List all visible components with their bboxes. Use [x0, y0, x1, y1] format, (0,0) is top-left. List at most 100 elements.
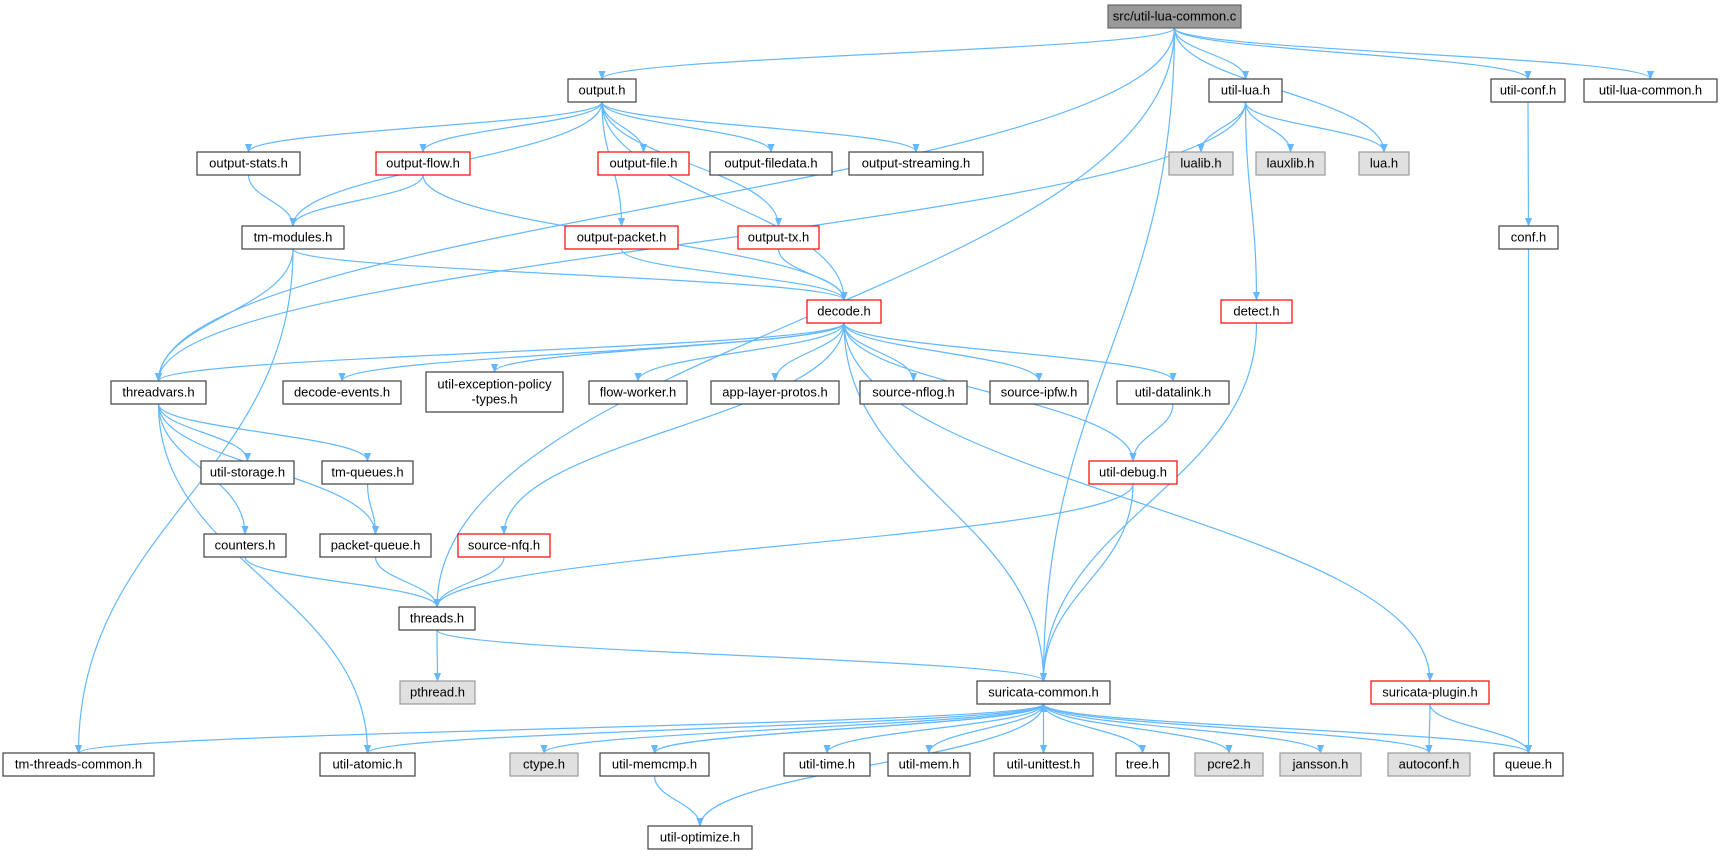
node-ctype[interactable]: ctype.h [509, 752, 579, 777]
edge-decode-to-sourceipfw [843, 322, 1043, 382]
edge-suricatacommon-to-utilmem [925, 703, 1045, 754]
node-counters[interactable]: counters.h [203, 533, 287, 558]
node-utildebug[interactable]: util-debug.h [1088, 460, 1178, 485]
node-outputstats[interactable]: output-stats.h [196, 151, 301, 176]
node-packetqueue[interactable]: packet-queue.h [319, 533, 432, 558]
node-box-outputfile [597, 151, 690, 176]
node-sourcenflog[interactable]: source-nflog.h [859, 380, 968, 405]
edge-root-to-utilluacommon [1173, 27, 1654, 80]
node-label-utilmemcmp: util-memcmp.h [612, 757, 697, 772]
node-utilunittest[interactable]: util-unittest.h [993, 752, 1094, 777]
node-label-autoconf: autoconf.h [1399, 757, 1460, 772]
node-tree[interactable]: tree.h [1115, 752, 1170, 777]
node-lua[interactable]: lua.h [1358, 151, 1410, 176]
edge-suricatacommon-to-ctype [540, 703, 1045, 754]
node-threadvars[interactable]: threadvars.h [110, 380, 207, 405]
node-outputflow[interactable]: output-flow.h [375, 151, 471, 176]
node-box-outputpacket [564, 225, 679, 250]
edge-outputtx-to-decode [777, 248, 848, 301]
edge-suricataplugin-to-queue [1429, 703, 1533, 754]
node-lualib[interactable]: lualib.h [1168, 151, 1234, 176]
node-conf[interactable]: conf.h [1498, 225, 1559, 250]
node-box-pthread [399, 680, 476, 705]
node-tmthreadscommon[interactable]: tm-threads-common.h [2, 752, 155, 777]
node-applayerprotos[interactable]: app-layer-protos.h [710, 380, 840, 405]
edge-decode-to-flowworker [634, 322, 845, 382]
node-queue[interactable]: queue.h [1493, 752, 1564, 777]
node-suricataplugin[interactable]: suricata-plugin.h [1370, 680, 1490, 705]
node-suricatacommon[interactable]: suricata-common.h [976, 680, 1111, 705]
node-sourceipfw[interactable]: source-ipfw.h [989, 380, 1089, 405]
edge-threadvars-to-utilstorage [157, 403, 252, 462]
node-box-queue [1493, 752, 1564, 777]
node-label-utildebug: util-debug.h [1099, 465, 1167, 480]
node-lauxlib[interactable]: lauxlib.h [1255, 151, 1326, 176]
node-utilexc[interactable]: util-exception-policy-types.h [425, 371, 564, 413]
node-sourcenfq[interactable]: source-nfq.h [457, 533, 551, 558]
node-box-outputstats [196, 151, 301, 176]
node-utilmem[interactable]: util-mem.h [887, 752, 971, 777]
edge-suricatacommon-to-jansson [1042, 703, 1324, 754]
edge-root-to-suricatacommon [1039, 27, 1176, 682]
node-utilatomic[interactable]: util-atomic.h [319, 752, 416, 777]
node-utilconf[interactable]: util-conf.h [1490, 78, 1566, 103]
node-label-tree: tree.h [1126, 757, 1159, 772]
node-box-jansson [1279, 752, 1362, 777]
node-label-tmmodules: tm-modules.h [254, 230, 333, 245]
node-utilstorage[interactable]: util-storage.h [200, 460, 295, 485]
node-detect[interactable]: detect.h [1220, 299, 1293, 324]
node-box-lauxlib [1255, 151, 1326, 176]
edge-utildatalink-to-utildebug [1129, 403, 1174, 462]
edge-decode-to-utildebug [843, 322, 1137, 462]
node-decodeevents[interactable]: decode-events.h [282, 380, 402, 405]
node-outputstreaming[interactable]: output-streaming.h [848, 151, 984, 176]
node-utillua[interactable]: util-lua.h [1208, 78, 1283, 103]
node-box-outputfiledata [709, 151, 833, 176]
node-flowworker[interactable]: flow-worker.h [588, 380, 688, 405]
node-label-applayerprotos: app-layer-protos.h [722, 385, 828, 400]
edge-decode-to-threadvars [155, 322, 845, 382]
edge-utillua-to-lualib [1197, 101, 1247, 153]
node-decode[interactable]: decode.h [806, 299, 882, 324]
edge-output-to-outputflow [419, 101, 603, 153]
node-label-threadvars: threadvars.h [122, 385, 194, 400]
node-pcre2[interactable]: pcre2.h [1194, 752, 1264, 777]
edge-root-to-threadvars [154, 27, 1176, 382]
edge-root-to-output [598, 27, 1176, 80]
node-label-utiloptimize: util-optimize.h [660, 830, 740, 845]
node-tmmodules[interactable]: tm-modules.h [241, 225, 345, 250]
node-threads[interactable]: threads.h [398, 606, 476, 631]
node-jansson[interactable]: jansson.h [1279, 752, 1362, 777]
node-pthread[interactable]: pthread.h [399, 680, 476, 705]
node-label-outputfile: output-file.h [610, 156, 678, 171]
node-tmqueues[interactable]: tm-queues.h [321, 460, 414, 485]
node-box-sourceipfw [989, 380, 1089, 405]
node-outputfile[interactable]: output-file.h [597, 151, 690, 176]
node-box-conf [1498, 225, 1559, 250]
node-utiltime[interactable]: util-time.h [783, 752, 871, 777]
edge-output-to-outputfiledata [601, 101, 775, 153]
node-label-pthread: pthread.h [410, 685, 465, 700]
node-label-sourcenflog: source-nflog.h [872, 385, 954, 400]
node-outputfiledata[interactable]: output-filedata.h [709, 151, 833, 176]
node-outputpacket[interactable]: output-packet.h [564, 225, 679, 250]
node-root[interactable]: src/util-lua-common.c [1107, 4, 1242, 29]
node-label-suricatacommon: suricata-common.h [988, 685, 1099, 700]
node-label-tmthreadscommon: tm-threads-common.h [15, 757, 142, 772]
node-autoconf[interactable]: autoconf.h [1387, 752, 1471, 777]
edge-detect-to-suricatacommon [1039, 322, 1258, 682]
node-outputtx[interactable]: output-tx.h [737, 225, 820, 250]
node-utilmemcmp[interactable]: util-memcmp.h [599, 752, 710, 777]
node-box-utilmem [887, 752, 971, 777]
node-output[interactable]: output.h [567, 78, 637, 103]
node-box-lua [1358, 151, 1410, 176]
node-box-sourcenflog [859, 380, 968, 405]
node-utiloptimize[interactable]: util-optimize.h [647, 825, 753, 850]
node-label-outputstats: output-stats.h [209, 156, 288, 171]
node-box-flowworker [588, 380, 688, 405]
edge-suricatacommon-to-pcre2 [1042, 703, 1233, 754]
node-label-conf: conf.h [1511, 230, 1546, 245]
node-utilluacommon[interactable]: util-lua-common.h [1583, 78, 1718, 103]
node-utildatalink[interactable]: util-datalink.h [1116, 380, 1230, 405]
node-label-packetqueue: packet-queue.h [331, 538, 421, 553]
